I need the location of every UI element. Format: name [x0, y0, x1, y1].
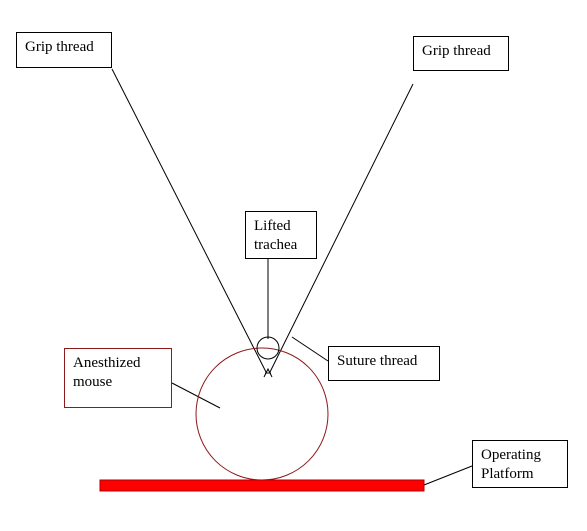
suture-thread-label: Suture thread: [328, 346, 440, 381]
trachea-circle: [256, 336, 280, 360]
grip-thread-left-label: Grip thread: [16, 32, 112, 68]
mouse-pointer-line: [171, 382, 221, 409]
lifted-trachea-label: Lifted trachea: [245, 211, 317, 259]
operating-platform-bar: [99, 479, 425, 492]
grip-thread-right-line: [269, 83, 414, 373]
operating-platform-label: Operating Platform: [472, 440, 568, 488]
anesthized-mouse-label: Anesthized mouse: [64, 348, 172, 408]
suture-knot-mark: [263, 367, 273, 378]
grip-thread-right-label: Grip thread: [413, 36, 509, 71]
platform-pointer-line: [423, 465, 473, 486]
mouse-body-circle: [195, 347, 329, 481]
suture-pointer-line: [291, 336, 329, 362]
grip-thread-left-line: [111, 68, 267, 373]
